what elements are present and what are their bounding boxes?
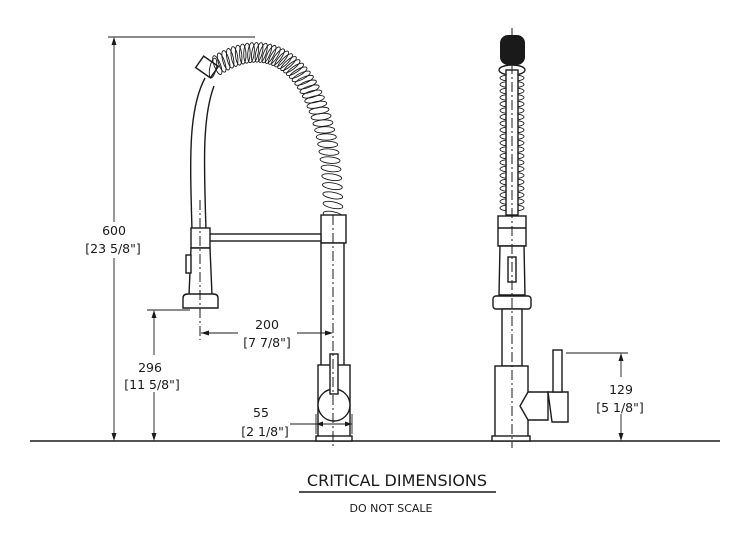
coil-loop <box>221 50 231 71</box>
coil-loop <box>258 42 268 63</box>
dim-55-mm: 55 <box>253 405 269 420</box>
dim-600-mm: 600 <box>102 223 126 238</box>
coil-loop <box>277 53 293 70</box>
coil-loop <box>216 52 227 73</box>
front-view-faucet <box>182 42 353 448</box>
dimension-55: 55 [2 1/8"] <box>241 405 353 439</box>
dim-200-mm: 200 <box>255 317 279 332</box>
coil-loop <box>294 74 314 86</box>
dim-200-inch: [7 7/8"] <box>243 335 291 350</box>
hose-connector <box>194 55 220 79</box>
dim-129-inch: [5 1/8"] <box>596 400 644 415</box>
coil-loop <box>271 48 285 66</box>
coil-loop <box>301 89 323 99</box>
coil-loop <box>208 57 218 79</box>
coil-loop <box>322 182 343 191</box>
side-handle-lever <box>552 349 563 393</box>
coil-loop <box>286 62 305 76</box>
coil-loop <box>321 173 343 181</box>
dim-296-inch: [11 5/8"] <box>124 377 180 392</box>
coil-loop <box>317 140 339 149</box>
handle-lever <box>329 353 339 395</box>
coil-loop <box>299 84 320 94</box>
dimension-129: 129 [5 1/8"] <box>566 352 644 441</box>
dimension-600: 600 [23 5/8"] <box>85 36 255 441</box>
coil-loop <box>239 43 247 65</box>
coil-loop <box>251 42 260 63</box>
side-handle-body <box>519 391 549 421</box>
coil-loop <box>314 126 336 134</box>
coil-loop <box>264 44 277 64</box>
coil-loop <box>268 46 281 65</box>
coil-loop <box>320 164 342 173</box>
coil-loop <box>243 42 251 64</box>
coil-loop <box>230 46 239 67</box>
coil-loop <box>318 148 340 156</box>
coil-loop <box>212 55 223 76</box>
drawing-title: CRITICAL DIMENSIONS <box>307 471 487 490</box>
coil-loop <box>225 48 235 69</box>
dimension-200: 200 [7 7/8"] <box>201 317 333 350</box>
coil-loop <box>319 156 341 164</box>
coil-loop <box>280 56 297 72</box>
coil-loop <box>304 95 325 104</box>
coil-loop <box>315 133 337 141</box>
drawing-subtitle: DO NOT SCALE <box>350 502 433 515</box>
coil-loop <box>261 43 273 64</box>
dim-600-inch: [23 5/8"] <box>85 241 141 256</box>
coil-loop <box>291 70 311 83</box>
dim-129-mm: 129 <box>609 382 633 397</box>
dimension-296: 296 [11 5/8"] <box>124 309 190 441</box>
coil-loop <box>306 100 328 109</box>
coil-loop <box>274 50 289 68</box>
pull-down-hose <box>190 77 206 231</box>
coil-loop <box>322 191 344 200</box>
spring-coil <box>208 42 344 220</box>
dim-296-mm: 296 <box>138 360 162 375</box>
coil-loop <box>234 44 243 66</box>
coil-loop <box>322 200 344 210</box>
coil-loop <box>283 59 301 74</box>
coil-loop <box>312 119 334 127</box>
coil-loop <box>297 79 317 90</box>
coil-loop <box>247 42 255 64</box>
sprayer-holder-bar <box>208 233 322 242</box>
dim-55-inch: [2 1/8"] <box>241 424 289 439</box>
side-view-faucet <box>491 28 569 448</box>
coil-loop <box>288 66 308 79</box>
coil-loop <box>254 42 264 63</box>
